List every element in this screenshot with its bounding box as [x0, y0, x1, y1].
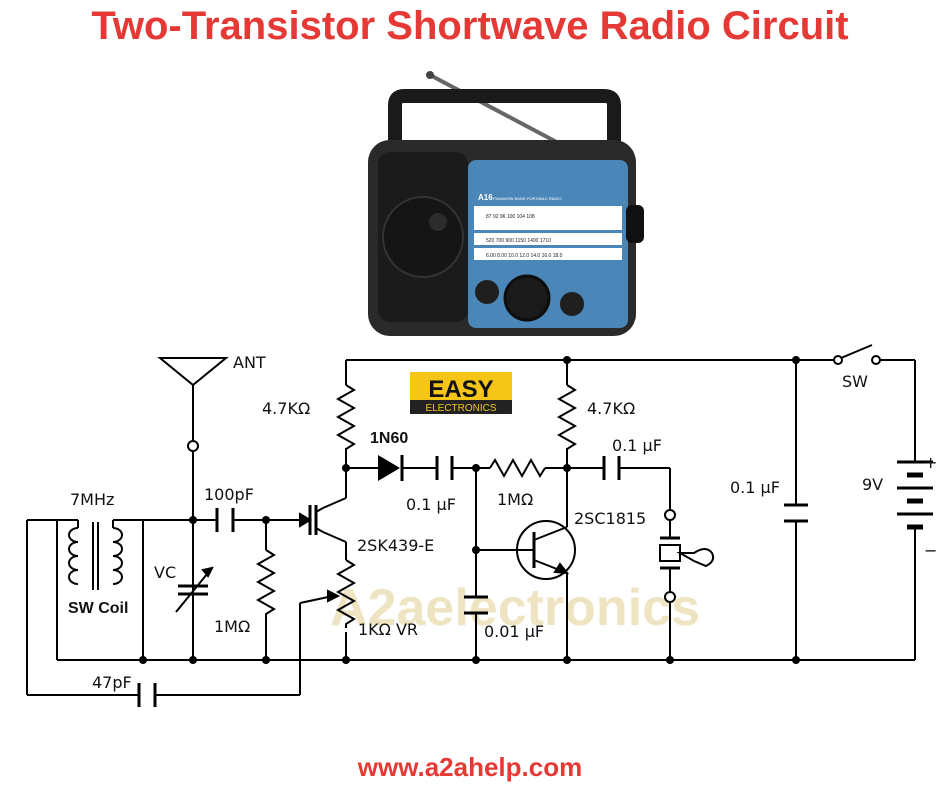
label-diode: 1N60 — [370, 430, 408, 447]
wires — [26, 359, 916, 696]
easy-electronics-badge: EASY ELECTRONICS — [410, 372, 512, 414]
label-coil-freq: 7MHz — [70, 490, 114, 509]
variable-capacitor-icon — [175, 560, 214, 620]
capacitor-0p1uf-mid-icon — [435, 456, 454, 480]
radio-model: A16 — [478, 193, 493, 202]
power-switch-icon[interactable] — [833, 344, 881, 365]
label-batt: 9V — [862, 475, 883, 494]
label-c01-mid: 0.1 μF — [406, 495, 456, 514]
label-r47-right: 4.7KΩ — [587, 399, 635, 418]
radio-subtitle: FM/AM/SW BAND PORTABLE RADIO — [493, 196, 562, 201]
battery-9v-icon — [897, 460, 933, 540]
capacitor-0p1uf-supply-icon — [784, 503, 808, 523]
radio-illustration: A16 FM/AM/SW BAND PORTABLE RADIO 87 92 9… — [368, 71, 644, 336]
badge-line2: ELECTRONICS — [425, 403, 496, 414]
resistor-1m-left-icon — [255, 549, 277, 620]
tuning-knob-icon — [503, 274, 551, 322]
label-r1m-left: 1MΩ — [214, 617, 250, 636]
label-bjt: 2SC1815 — [574, 509, 646, 528]
capacitor-100pf-icon — [215, 508, 235, 532]
bjt-2sc1815-icon — [516, 520, 576, 580]
resistor-4k7-left-icon — [335, 384, 357, 453]
earphone-icon — [659, 509, 715, 603]
label-plus: + — [924, 453, 937, 472]
label-c01-supply: 0.1 μF — [730, 478, 780, 497]
label-ant: ANT — [233, 353, 266, 372]
label-c100p: 100pF — [204, 485, 254, 504]
junction-dots — [139, 356, 800, 664]
label-vc: VC — [154, 563, 176, 582]
label-c001: 0.01 μF — [484, 622, 544, 641]
label-c47p: 47pF — [92, 673, 132, 692]
label-vr: 1KΩ VR — [358, 620, 418, 639]
volume-knob-icon — [626, 205, 644, 243]
radio-am-scale: 520 700 900 1150 1400 1710 — [486, 238, 551, 244]
label-minus: − — [924, 541, 937, 560]
diode-1n60-icon — [378, 455, 404, 481]
capacitor-0p01uf-icon — [464, 595, 488, 615]
antenna-icon — [157, 357, 229, 452]
watermark: A2aelectronics — [330, 579, 700, 637]
capacitor-0p1uf-out-icon — [602, 456, 621, 480]
label-r1m-mid: 1MΩ — [497, 490, 533, 509]
fet-2sk439-icon — [299, 505, 324, 535]
page-title: Two-Transistor Shortwave Radio Circuit — [91, 4, 849, 48]
label-sw: SW — [842, 372, 868, 391]
variable-resistor-1k-icon — [327, 559, 357, 628]
resistor-1m-mid-icon — [489, 457, 546, 479]
label-r47-left: 4.7KΩ — [262, 399, 310, 418]
radio-fm-scale: 87 92 96 100 104 108 — [486, 214, 535, 220]
label-fet: 2SK439-E — [357, 536, 434, 555]
transformer-coil-icon — [68, 519, 123, 590]
capacitor-47pf-icon — [137, 683, 157, 707]
label-c01-out: 0.1 μF — [612, 436, 662, 455]
tone-knob-icon — [475, 280, 499, 304]
resistor-4k7-right-icon — [556, 384, 578, 453]
radio-sw-scale: 6.00 8.00 10.0 12.0 14.0 16.0 18.0 — [486, 253, 563, 259]
badge-line1: EASY — [428, 376, 493, 403]
label-sw-coil: SW Coil — [68, 600, 128, 617]
footer-url[interactable]: www.a2ahelp.com — [357, 752, 583, 782]
band-knob-icon — [560, 292, 584, 316]
